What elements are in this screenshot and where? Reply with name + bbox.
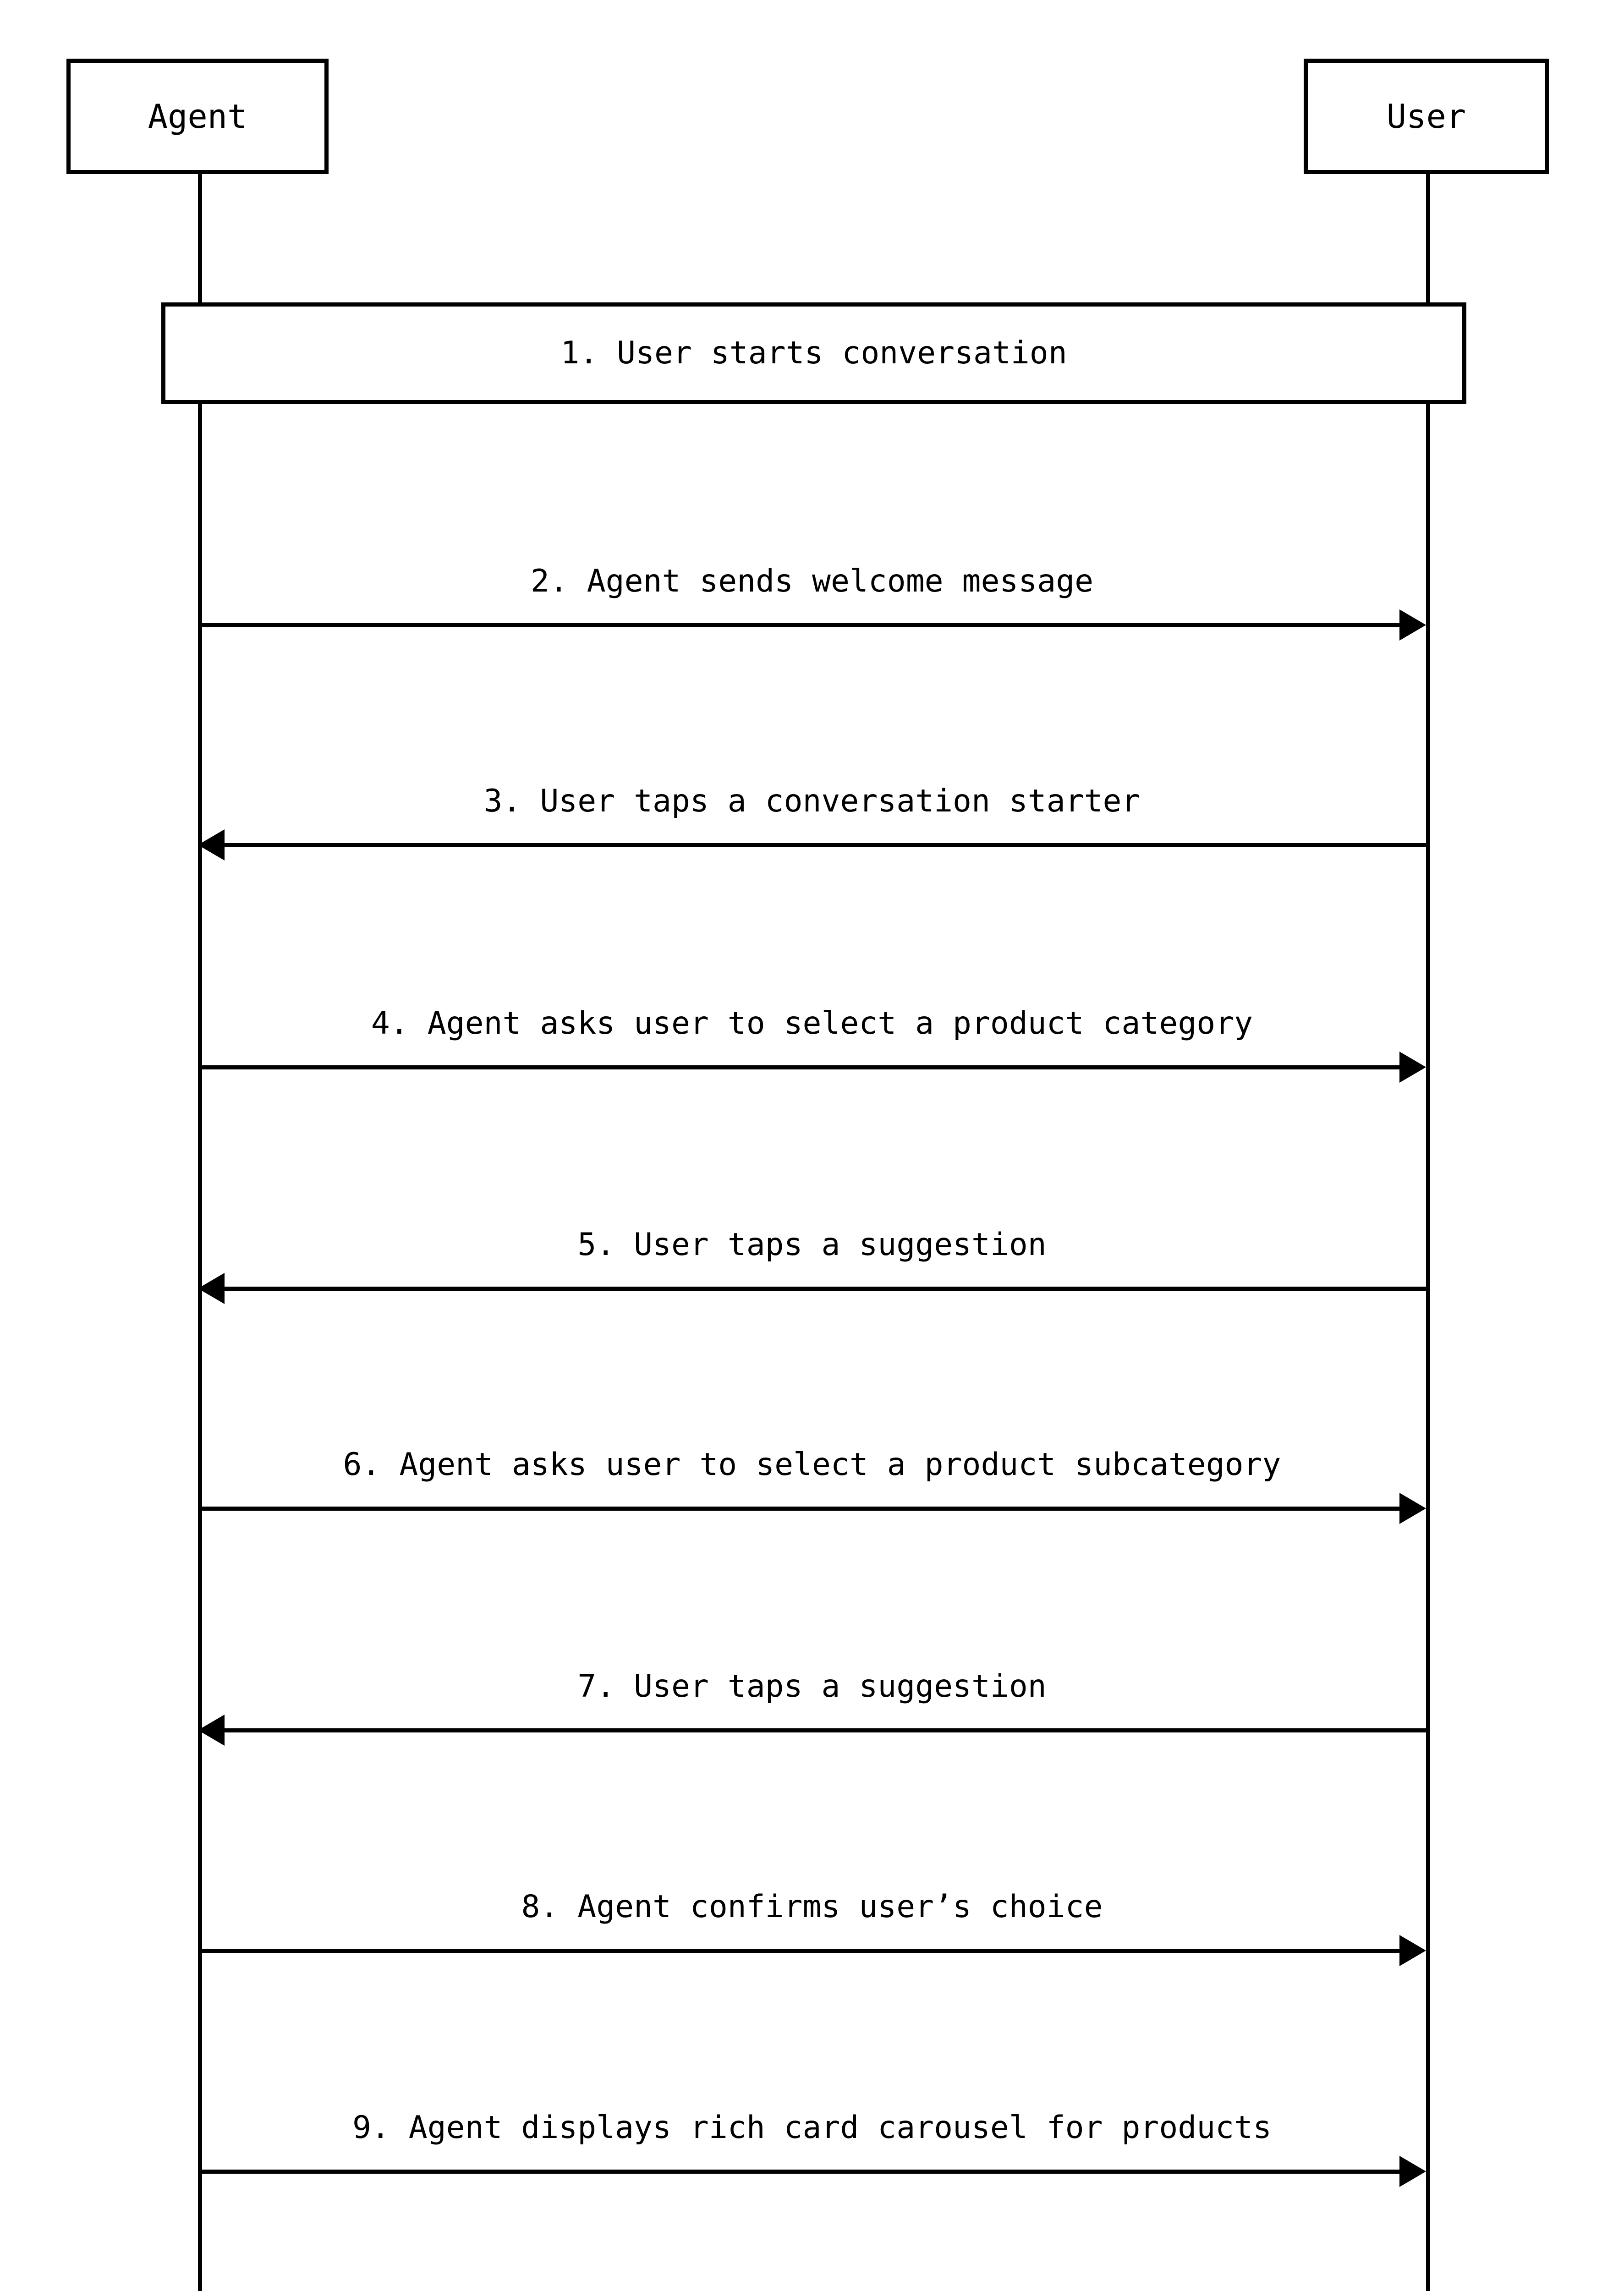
participant-agent-top[interactable]: Agent — [66, 59, 329, 174]
lifeline-user — [1426, 174, 1430, 2291]
step-1-label: 1. User starts conversation — [560, 334, 1067, 371]
participant-user-top-label: User — [1386, 97, 1466, 136]
step-5-label: 5. User taps a suggestion — [577, 1227, 1047, 1263]
participant-agent-top-label: Agent — [148, 97, 247, 136]
step-6-line — [198, 1507, 1399, 1511]
step-3-label: 3. User taps a conversation starter — [483, 783, 1141, 819]
step-9-arrowhead-icon — [1399, 2156, 1426, 2187]
step-8-line — [198, 1949, 1399, 1953]
lifeline-agent — [198, 174, 202, 2291]
step-5-line — [225, 1287, 1430, 1291]
step-4-label: 4. Agent asks user to select a product c… — [371, 1005, 1253, 1041]
step-1-box[interactable]: 1. User starts conversation — [161, 302, 1466, 404]
step-9-line — [198, 2170, 1399, 2174]
step-3-line — [225, 843, 1430, 847]
step-6-arrowhead-icon — [1399, 1493, 1426, 1524]
step-5-arrowhead-icon — [198, 1273, 225, 1304]
step-7-line — [225, 1728, 1430, 1732]
step-7-arrowhead-icon — [198, 1715, 225, 1746]
step-4-line — [198, 1065, 1399, 1069]
step-2-label: 2. Agent sends welcome message — [530, 563, 1094, 599]
step-8-label: 8. Agent confirms user’s choice — [521, 1889, 1103, 1925]
step-8-arrowhead-icon — [1399, 1935, 1426, 1966]
step-3-arrowhead-icon — [198, 829, 225, 860]
step-9-label: 9. Agent displays rich card carousel for… — [352, 2110, 1272, 2146]
step-4-arrowhead-icon — [1399, 1052, 1426, 1083]
step-2-arrowhead-icon — [1399, 609, 1426, 641]
step-7-label: 7. User taps a suggestion — [577, 1668, 1047, 1705]
participant-user-top[interactable]: User — [1304, 59, 1549, 174]
step-2-line — [198, 623, 1399, 627]
step-6-label: 6. Agent asks user to select a product s… — [343, 1447, 1281, 1483]
